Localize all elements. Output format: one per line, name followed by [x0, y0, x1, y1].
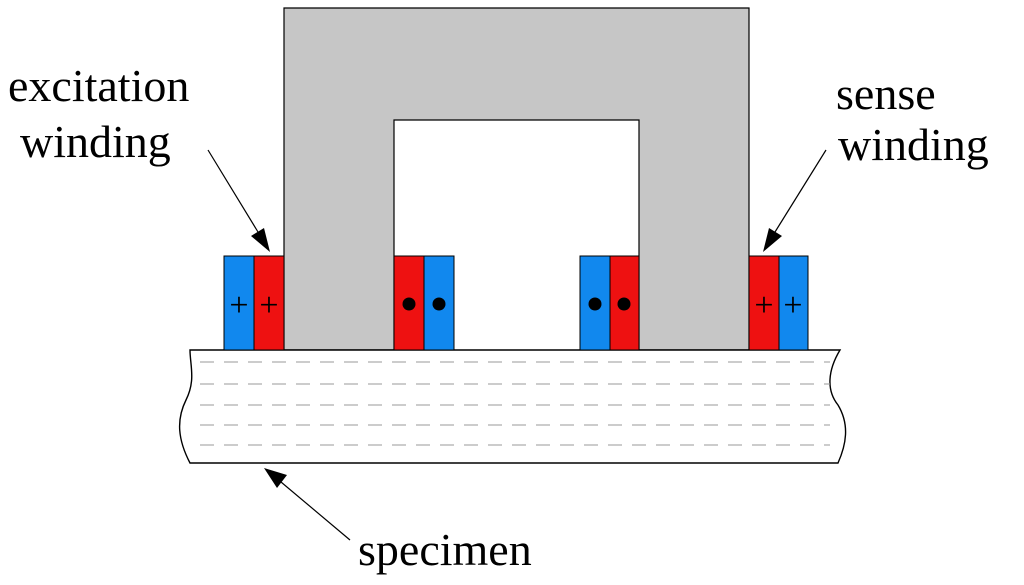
- specimen-arrowhead: [264, 468, 287, 488]
- current-into-mark: +: [783, 287, 802, 324]
- specimen-plate: [178, 349, 847, 464]
- sense-coil-right-inner: [579, 255, 611, 351]
- current-out-dot: [432, 297, 446, 311]
- sense-leader-line: [774, 149, 827, 233]
- current-out-dot: [402, 297, 416, 311]
- specimen-leader: [264, 468, 351, 541]
- excitation-arrowhead: [251, 228, 270, 252]
- sense-winding-label-line2: winding: [838, 119, 989, 170]
- sense-coil-right-outer: [778, 255, 809, 351]
- specimen-hatching: [200, 361, 830, 446]
- excitation-leader: [207, 149, 270, 252]
- sense-coil-left-outer: [223, 255, 255, 351]
- current-out-dot: [588, 297, 602, 311]
- specimen-leader-line: [280, 481, 351, 541]
- excitation-leader-line: [207, 149, 259, 233]
- sense-arrowhead: [763, 228, 782, 252]
- current-out-dot: [617, 297, 631, 311]
- current-into-mark: +: [229, 287, 248, 324]
- excitation-coil-right-outer: [748, 255, 780, 351]
- yoke-core: [283, 7, 750, 351]
- current-into-mark: +: [259, 287, 278, 324]
- specimen-label: specimen: [358, 524, 532, 575]
- excitation-winding-label-line1: excitation: [8, 60, 189, 111]
- sense-winding-label-line1: sense: [836, 68, 936, 119]
- current-into-mark: +: [754, 287, 773, 324]
- sense-leader: [763, 149, 827, 252]
- excitation-winding-label-line2: winding: [20, 116, 171, 167]
- excitation-coil-left-outer: [253, 255, 285, 351]
